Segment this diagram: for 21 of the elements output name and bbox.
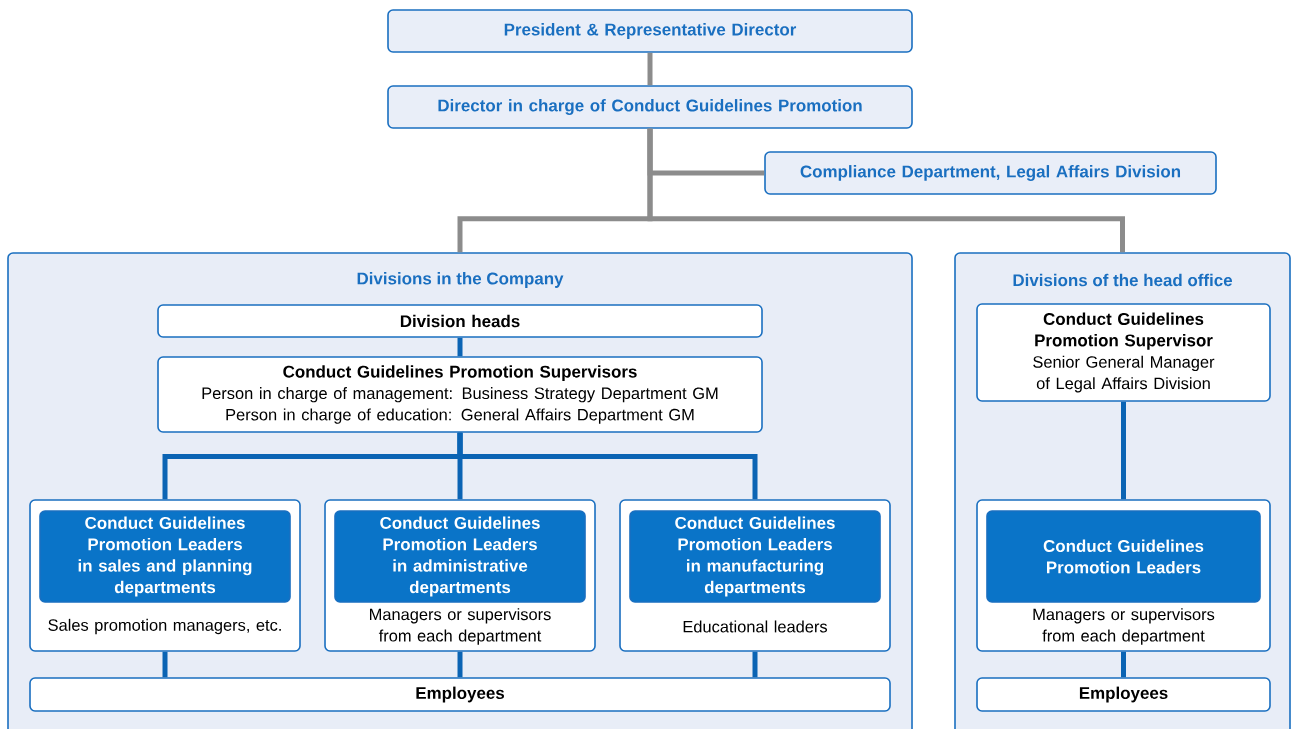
leader-box: Conduct Guidelines Promotion Leaders — [986, 510, 1261, 603]
connector-line — [457, 432, 758, 500]
org-box: Compliance Department, Legal Affairs Division — [764, 151, 1217, 195]
org-box: Division heads — [157, 304, 763, 338]
org-box: President & Representative Director — [387, 9, 913, 53]
connector-line — [1121, 651, 1126, 678]
org-box: Employees — [29, 677, 891, 712]
connector-line — [457, 651, 463, 678]
connector-line — [1121, 401, 1126, 500]
org-box: Director in charge of Conduct Guidelines Promotion — [387, 85, 913, 129]
connector-line — [752, 651, 758, 678]
connector-line — [162, 651, 168, 678]
leader-box: Conduct Guidelines Promotion Leaders in sales and planning departments — [39, 510, 291, 603]
leader-box: Conduct Guidelines Promotion Leaders in administrative departments — [334, 510, 586, 603]
leader-box: Conduct Guidelines Promotion Leaders in manufacturing departments — [629, 510, 881, 603]
connector-line — [457, 337, 463, 357]
org-box: Conduct Guidelines Promotion Supervisors Person in charge of management: Business Strategy Department GM Person in charge of education: General Affairs Department GM — [157, 356, 763, 433]
org-box: Conduct Guidelines Promotion Supervisor Senior General Manager of Legal Affairs Division — [976, 303, 1271, 402]
connector-line — [647, 128, 1125, 253]
connector-line — [647, 52, 653, 86]
org-box: Employees — [976, 677, 1271, 712]
